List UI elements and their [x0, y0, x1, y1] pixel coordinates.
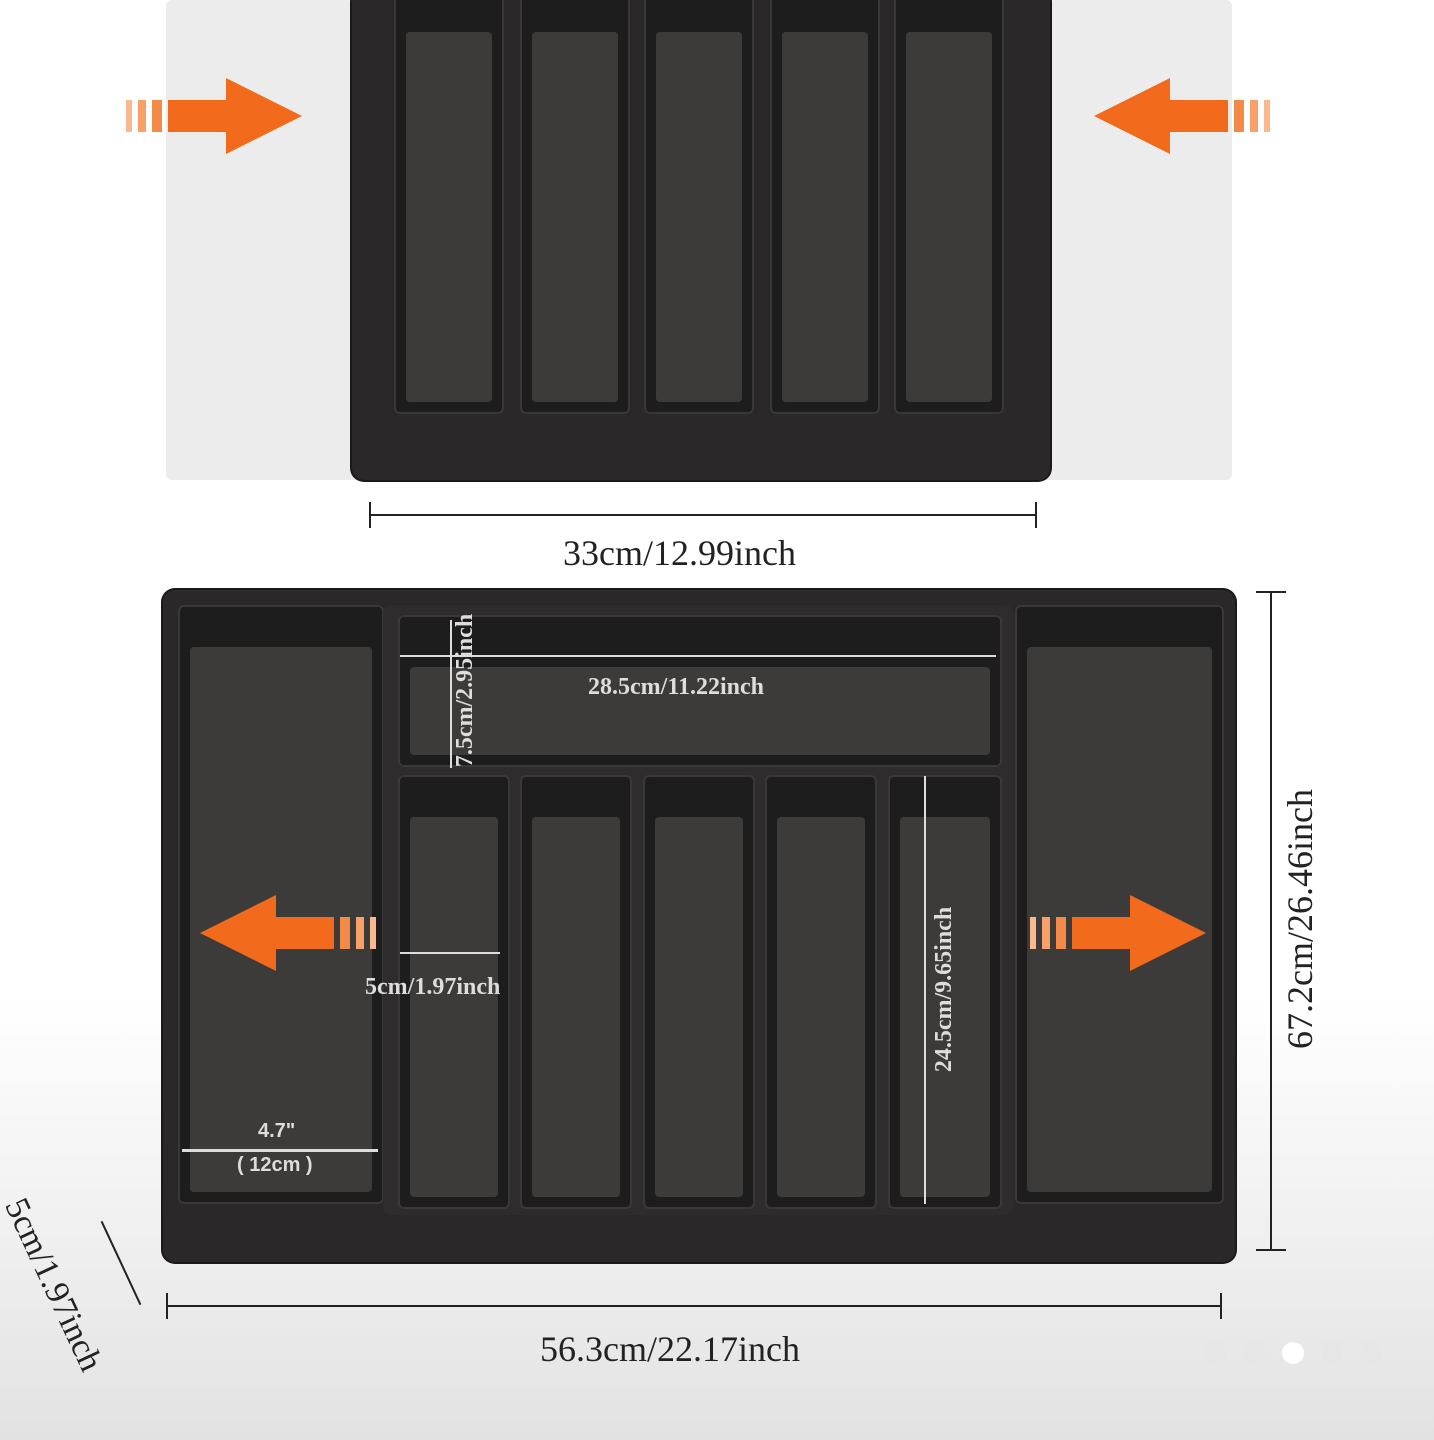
tick [1035, 502, 1037, 528]
top-compartment-height-label: 7.5cm/2.95inch [452, 613, 479, 768]
wing-width-line [182, 1149, 378, 1152]
top-width-line [370, 514, 1036, 516]
bottom-width-line [167, 1305, 1221, 1307]
tick [1256, 1249, 1286, 1251]
tray-slot [520, 775, 632, 1209]
arrow-right-icon [126, 78, 302, 154]
arrow-left-icon [200, 895, 376, 971]
depth-label: 5cm/1.97inch [0, 1192, 110, 1377]
arrow-right-icon [1030, 895, 1206, 971]
bottom-width-label: 56.3cm/22.17inch [540, 1329, 800, 1369]
top-compartment-height-line [450, 620, 452, 768]
carousel-indicator [1204, 1342, 1382, 1364]
arrow-left-icon [1094, 78, 1270, 154]
height-label: 67.2cm/26.46inch [1279, 789, 1320, 1049]
slot-width-label: 5cm/1.97inch [365, 974, 501, 1000]
top-compartment-width-line [400, 655, 996, 657]
tray-slot [888, 775, 1002, 1209]
depth-line [100, 1220, 142, 1306]
carousel-dot[interactable] [1360, 1342, 1382, 1364]
tray-slot [520, 0, 630, 414]
tray-slot [770, 0, 880, 414]
wing-width-in-label: 4.7" [258, 1120, 296, 1142]
height-line [1270, 592, 1272, 1250]
wing-width-cm-label: ( 12cm ) [237, 1154, 313, 1176]
tick [166, 1293, 168, 1319]
top-compartment [398, 615, 1002, 767]
tray-slot [644, 0, 754, 414]
tick [1256, 591, 1286, 593]
tray-slot [398, 775, 510, 1209]
carousel-dot[interactable] [1321, 1342, 1343, 1364]
tray-slot [765, 775, 877, 1209]
tray-slot [394, 0, 504, 414]
carousel-dot[interactable] [1243, 1342, 1265, 1364]
tick [369, 502, 371, 528]
collapsed-tray [352, 0, 1050, 480]
tick [1220, 1293, 1222, 1319]
slot-length-line [924, 776, 926, 1204]
carousel-dot[interactable] [1204, 1342, 1226, 1364]
tray-slot [894, 0, 1004, 414]
tray-slot [643, 775, 755, 1209]
carousel-dot-active[interactable] [1282, 1342, 1304, 1364]
top-width-label: 33cm/12.99inch [563, 533, 796, 573]
slot-width-line [400, 952, 500, 954]
top-compartment-width-label: 28.5cm/11.22inch [588, 674, 765, 700]
slot-length-label: 24.5cm/9.65inch [931, 906, 958, 1073]
